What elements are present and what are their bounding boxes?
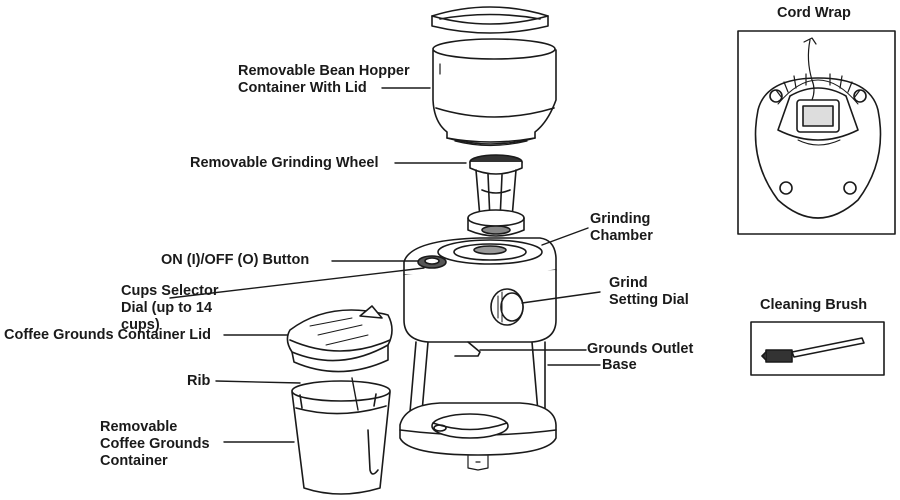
label-line: Container (100, 453, 168, 469)
label-line: Coffee Grounds Container Lid (4, 327, 212, 343)
label-on-off-button: ON (I)/OFF (O) Button (161, 252, 309, 269)
label-bean-hopper: Removable Bean Hopper Container With Lid (238, 63, 410, 97)
grinding-wheel (467, 154, 525, 237)
label-line: ON (I)/OFF (O) Button (161, 252, 310, 268)
label-line: Dial (up to 14 (121, 300, 213, 316)
cord-wrap-title: Cord Wrap (777, 5, 851, 21)
label-line: Cups Selector (121, 283, 219, 299)
label-line: Removable Grinding Wheel (190, 155, 379, 171)
label-rib: Rib (187, 373, 210, 390)
cleaning-brush-title: Cleaning Brush (760, 297, 868, 313)
bean-hopper-container (432, 38, 557, 147)
label-line: Setting Dial (609, 292, 689, 308)
label-line: cups) (121, 317, 160, 333)
label-line: Removable (100, 419, 178, 435)
grounds-container (291, 377, 391, 495)
label-line: Chamber (590, 228, 653, 244)
label-line: Grind (609, 275, 648, 291)
label-grinding-chamber: Grinding Chamber (590, 211, 653, 245)
label-grinding-wheel: Removable Grinding Wheel (190, 155, 379, 172)
label-grounds-container-lid: Coffee Grounds Container Lid (4, 327, 211, 344)
cord-wrap-inset (737, 30, 896, 235)
label-line: Grinding (590, 211, 651, 227)
label-line: Container With Lid (238, 80, 367, 96)
label-line: Grounds Outlet (587, 341, 694, 357)
leader-lines (169, 87, 601, 443)
label-grounds-container: Removable Coffee Grounds Container (100, 419, 210, 470)
grinder-body (399, 237, 557, 471)
label-line: Coffee Grounds (100, 436, 210, 452)
label-line: Base (602, 357, 637, 373)
label-line: Rib (187, 373, 211, 389)
label-base: Base (602, 357, 637, 374)
label-line: Removable Bean Hopper (238, 63, 410, 79)
cleaning-brush-inset (750, 321, 885, 376)
label-cups-selector-dial: Cups Selector Dial (up to 14 cups) (121, 283, 219, 334)
label-grounds-outlet: Grounds Outlet (587, 341, 693, 358)
hopper-lid (431, 6, 549, 34)
grounds-container-lid (286, 305, 393, 373)
label-grind-setting-dial: Grind Setting Dial (609, 275, 689, 309)
